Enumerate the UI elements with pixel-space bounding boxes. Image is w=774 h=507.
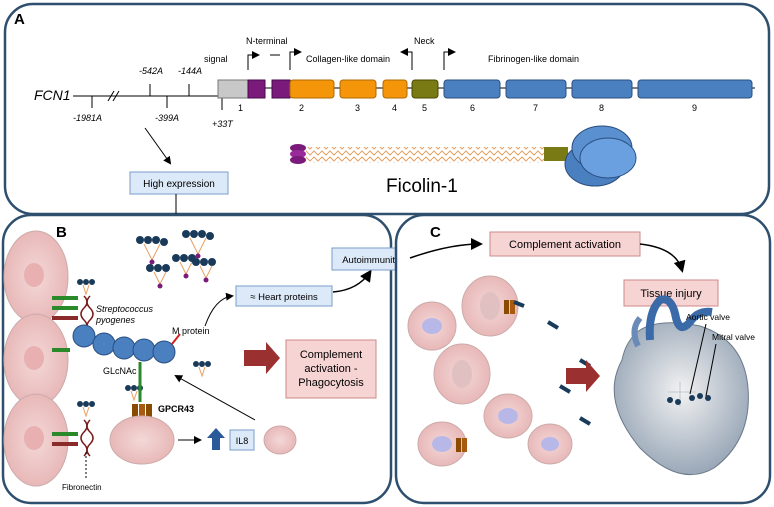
ficolin-label: Ficolin-1	[386, 176, 458, 197]
panel-b-letter: B	[56, 224, 67, 241]
streptococcus-label-2: pyogenes	[95, 315, 136, 325]
snp-1981-label: -1981A	[73, 113, 102, 123]
neutrophil-cell	[109, 415, 175, 465]
receptors	[52, 296, 78, 446]
high-expression-box	[129, 171, 229, 195]
exon-num-5: 5	[422, 103, 427, 113]
heart-proteins-label: ≈ Heart proteins	[250, 292, 318, 303]
arrow-autoimmunity-to-complement	[409, 238, 483, 259]
domain-neck: Neck	[414, 36, 435, 46]
exon-num-9: 9	[692, 103, 697, 113]
il8-target-cell	[263, 425, 297, 455]
red-arrow-b	[244, 342, 280, 374]
domain-collagen: Collagen-like domain	[306, 54, 390, 64]
snp-144-label: -144A	[178, 66, 202, 76]
tissue-injury-label: Tissue injury	[640, 288, 702, 300]
heart-icon	[613, 295, 749, 476]
fibronectin-label: Fibronectin	[62, 483, 102, 492]
complement-phago-box	[285, 339, 377, 399]
complement-activation-label: Complement activation	[509, 239, 621, 251]
exon-6	[443, 79, 501, 99]
exon-row	[217, 79, 755, 99]
exon-8	[571, 79, 633, 99]
exon-3	[339, 79, 377, 99]
host-cells	[3, 230, 69, 487]
exon-num-4: 4	[392, 103, 397, 113]
break-mark	[107, 90, 120, 102]
streptococcus-chain	[72, 324, 176, 364]
m-protein-label: M protein	[172, 326, 210, 336]
glcnac-label: GLcNAc	[103, 366, 137, 376]
arrow-heart-to-autoimmunity	[332, 269, 372, 293]
m-protein-marker	[171, 333, 181, 345]
streptococcus-label-1: Streptococcus	[96, 304, 154, 314]
domain-signal: signal	[204, 54, 228, 64]
exon-num-2: 2	[299, 103, 304, 113]
arrow-to-high-expression	[144, 127, 172, 165]
panel-c-letter: C	[430, 224, 441, 241]
exon-signal	[217, 79, 249, 99]
mitral-valve-pointer	[705, 343, 717, 397]
exon-2-purple	[271, 79, 291, 99]
mitral-valve-label: Mitral valve	[712, 332, 755, 342]
exon-7	[505, 79, 567, 99]
gpcr43-label: GPCR43	[158, 404, 194, 414]
panel-a-letter: A	[14, 11, 25, 28]
snp-33-label: +33T	[212, 119, 234, 129]
aortic-valve-label: Aortic valve	[686, 312, 730, 322]
il8-label: IL8	[236, 436, 249, 446]
snp-399-label: -399A	[155, 113, 179, 123]
high-expression-label: High expression	[143, 179, 215, 190]
up-arrow-icon	[207, 428, 225, 450]
autoimmunity-label: Autoimmunity	[342, 255, 400, 266]
exon-num-8: 8	[599, 103, 604, 113]
exon-num-6: 6	[470, 103, 475, 113]
gene-label: FCN1	[34, 87, 71, 103]
exon-num-3: 3	[355, 103, 360, 113]
exon-num-1: 1	[238, 103, 243, 113]
exon-num-7: 7	[533, 103, 538, 113]
domain-brackets	[247, 48, 456, 70]
aortic-valve-pointer	[689, 323, 707, 395]
exon-9	[637, 79, 753, 99]
snp-542-label: -542A	[139, 66, 163, 76]
gpcr43-receptor	[132, 404, 152, 420]
neutrophils-c	[407, 275, 592, 467]
heart-proteins-box	[235, 285, 333, 307]
red-arrow-c	[566, 360, 600, 392]
complement-activation-box	[489, 231, 641, 257]
exon-4	[382, 79, 408, 99]
ficolin-protein-icon	[290, 125, 637, 187]
domain-n-terminal: N-terminal	[246, 36, 288, 46]
arrow-to-tissue-injury	[639, 243, 686, 273]
arrow-m-protein-to-heart	[204, 292, 234, 327]
complement-phago-line2: activation -	[304, 363, 358, 375]
domain-fibrinogen: Fibrinogen-like domain	[488, 54, 579, 64]
arrow-il8-to-bacteria	[174, 375, 256, 421]
exon-1-purple	[247, 79, 266, 99]
exon-2-orange	[289, 79, 335, 99]
exon-5	[411, 79, 439, 99]
il8-box	[229, 429, 255, 451]
complement-phago-line3: Phagocytosis	[298, 377, 364, 389]
complement-phago-line1: Complement	[300, 349, 362, 361]
